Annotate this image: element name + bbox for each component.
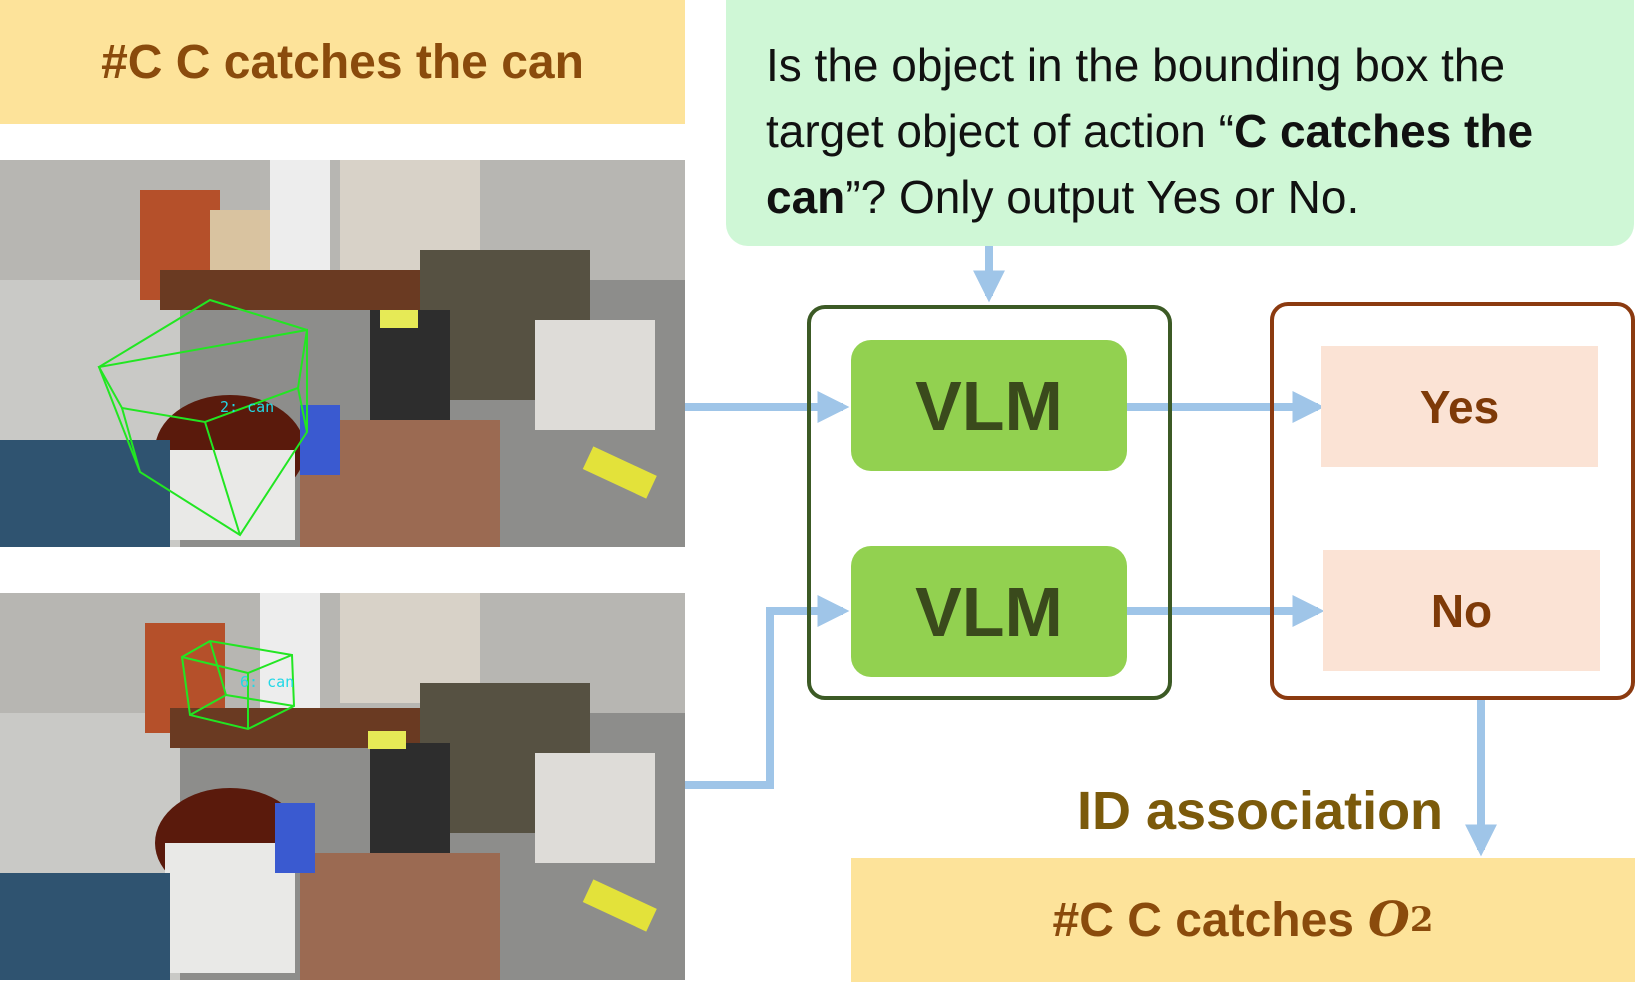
vlm-block-1: VLM: [851, 340, 1127, 471]
answer-yes-box: Yes: [1321, 346, 1598, 467]
answer-no-label: No: [1430, 584, 1493, 637]
question-text-part2: ”? Only output Yes or No.: [845, 171, 1360, 223]
video-frame-2: 6: can: [0, 593, 685, 980]
question-text-part1: Is the object in the bounding box the ta…: [766, 39, 1506, 157]
vlm-label-2: VLM: [915, 572, 1063, 651]
answer-group-box: [1270, 302, 1635, 700]
action-title: #C C catches the can: [101, 35, 584, 89]
question-text-bold: C catches the can: [766, 105, 1534, 223]
result-subscript: 2: [1409, 900, 1434, 940]
vlm-label-1: VLM: [915, 366, 1063, 445]
bbox-label-1: 2: can: [220, 398, 274, 416]
video-frame-1: 2: can: [0, 160, 685, 547]
answer-no-box: No: [1323, 550, 1600, 671]
result-text: #C C catches: [1052, 893, 1354, 947]
answer-yes-label: Yes: [1419, 380, 1500, 433]
result-symbol: O: [1368, 892, 1410, 948]
action-title-box: #C C catches the can: [0, 0, 685, 124]
bbox-label-2: 6: can: [240, 673, 294, 691]
id-association-label: ID association: [1076, 781, 1444, 841]
question-prompt-box: Is the object in the bounding box the ta…: [726, 0, 1634, 246]
vlm-group-box: [807, 305, 1172, 700]
vlm-block-2: VLM: [851, 546, 1127, 677]
